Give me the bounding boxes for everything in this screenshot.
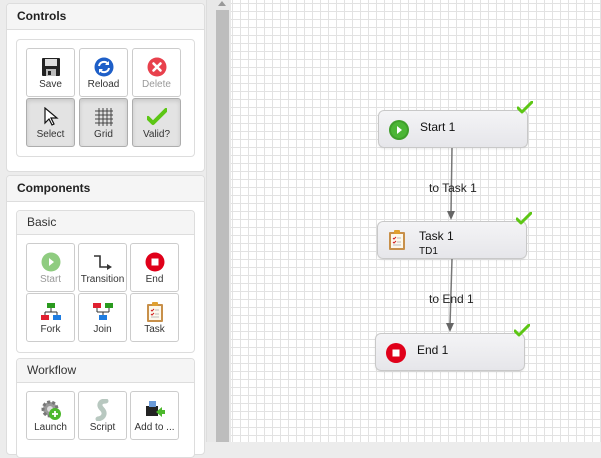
cursor-icon <box>27 106 74 128</box>
start-label: Start <box>39 274 62 285</box>
reload-label: Reload <box>87 79 120 90</box>
script-icon <box>79 399 126 421</box>
delete-button[interactable]: Delete <box>132 48 181 97</box>
basic-group-title: Basic <box>17 211 194 235</box>
floppy-disk-icon <box>27 56 74 78</box>
sidebar-scrollbar-thumb[interactable] <box>216 10 229 442</box>
add-to-icon <box>131 399 178 421</box>
edge-task-to-end[interactable] <box>440 259 460 334</box>
start-icon <box>27 251 74 273</box>
checkmark-icon <box>133 106 180 128</box>
end-label: End <box>145 274 164 285</box>
end-component-button[interactable]: End <box>130 243 179 292</box>
fork-icon <box>27 301 74 323</box>
transition-label: Transition <box>80 274 125 285</box>
select-label: Select <box>36 129 65 140</box>
grid-icon <box>80 106 127 128</box>
delete-icon <box>133 56 180 78</box>
join-icon <box>79 301 126 323</box>
fork-label: Fork <box>40 324 61 335</box>
node-end[interactable]: End 1 <box>375 324 530 371</box>
delete-label: Delete <box>142 79 171 90</box>
add-to-component-button[interactable]: Add to ... <box>130 391 179 440</box>
save-button[interactable]: Save <box>26 48 75 97</box>
task-clipboard-icon <box>131 301 178 323</box>
task-label: Task <box>144 324 165 335</box>
end-node-icon <box>386 343 406 363</box>
valid-check-icon <box>517 101 533 115</box>
join-label: Join <box>93 324 112 335</box>
valid-label: Valid? <box>142 129 171 140</box>
edge-label-to-end[interactable]: to End 1 <box>429 292 474 306</box>
node-end-title: End 1 <box>417 343 449 357</box>
edge-label-to-task[interactable]: to Task 1 <box>429 181 477 195</box>
transition-component-button[interactable]: Transition <box>78 243 127 292</box>
grid-toggle-button[interactable]: Grid <box>79 98 128 147</box>
task-node-icon <box>388 229 408 250</box>
valid-check-icon <box>514 324 530 338</box>
add-to-label: Add to ... <box>134 422 175 433</box>
validate-button[interactable]: Valid? <box>132 98 181 147</box>
script-component-button[interactable]: Script <box>78 391 127 440</box>
node-start[interactable]: Start 1 <box>378 101 533 148</box>
select-tool-button[interactable]: Select <box>26 98 75 147</box>
start-component-button[interactable]: Start <box>26 243 75 292</box>
fork-component-button[interactable]: Fork <box>26 293 75 342</box>
scroll-up-arrow-icon[interactable] <box>218 1 226 6</box>
node-task-subtitle: TD1 <box>419 246 438 257</box>
edge-start-to-task[interactable] <box>440 148 460 223</box>
launch-gear-icon <box>27 399 74 421</box>
node-task[interactable]: Task 1 TD1 <box>377 212 532 259</box>
join-component-button[interactable]: Join <box>78 293 127 342</box>
save-label: Save <box>39 79 62 90</box>
node-task-title: Task 1 <box>419 229 454 243</box>
node-start-title: Start 1 <box>420 120 456 134</box>
sidebar: Controls Save Reload Delete Select Grid <box>0 0 206 458</box>
launch-label: Launch <box>34 422 67 433</box>
transition-icon <box>79 251 126 273</box>
controls-panel-title: Controls <box>7 4 204 30</box>
workflow-group-title: Workflow <box>17 359 194 383</box>
reload-icon <box>80 56 127 78</box>
script-label: Script <box>89 422 116 433</box>
valid-check-icon <box>516 212 532 226</box>
task-component-button[interactable]: Task <box>130 293 179 342</box>
grid-label: Grid <box>94 129 113 140</box>
reload-button[interactable]: Reload <box>79 48 128 97</box>
end-icon <box>131 251 178 273</box>
launch-component-button[interactable]: Launch <box>26 391 75 440</box>
start-node-icon <box>389 120 409 140</box>
components-panel-title: Components <box>7 176 204 202</box>
